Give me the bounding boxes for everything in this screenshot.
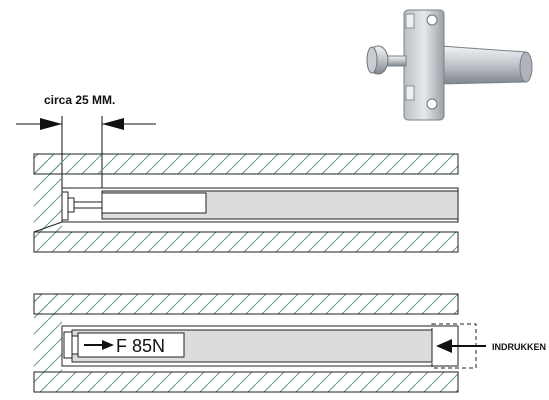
bottom-pressed-view <box>33 293 477 393</box>
force-arrow-icon <box>84 340 114 350</box>
dimension-arrow-icon <box>40 118 124 130</box>
press-label: INDRUKKEN <box>492 342 546 352</box>
press-arrow-icon <box>436 339 486 353</box>
top-installation-view <box>33 153 459 253</box>
dimension-label: circa 25 MM. <box>44 93 115 107</box>
product-photo <box>366 9 533 121</box>
force-label: F 85N <box>116 336 165 356</box>
